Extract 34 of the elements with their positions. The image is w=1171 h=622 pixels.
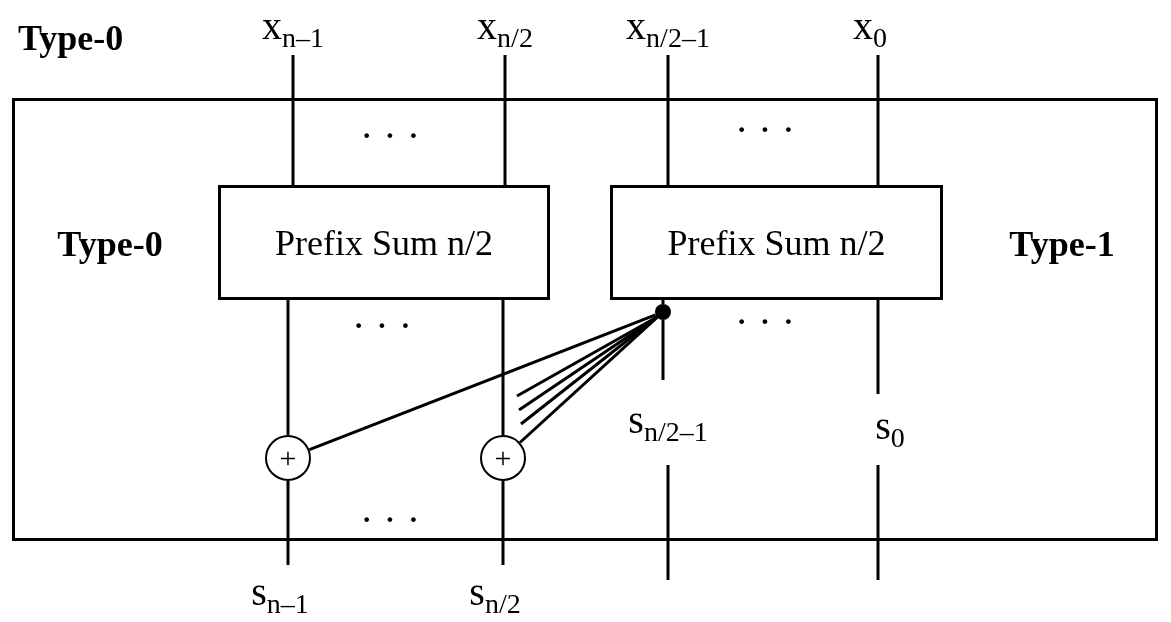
wire [876, 300, 880, 394]
ellipsis: · · · [734, 106, 796, 154]
adder-circle: + [265, 435, 311, 481]
ellipsis: · · · [734, 298, 796, 346]
output-label: s$_{n–1}$ [200, 568, 360, 618]
adder-circle: + [480, 435, 526, 481]
ellipsis: · · · [359, 112, 421, 160]
input-label: x$_{n/2–1}$ [588, 2, 748, 52]
type-label: Type-0 [56, 223, 164, 266]
wire [501, 481, 505, 565]
output-label: s$_{n/2}$ [415, 568, 575, 618]
wire [661, 300, 665, 304]
prefix-sum-box: Prefix Sum n/2 [218, 185, 550, 300]
type-label: Type-1 [1008, 223, 1116, 266]
input-label: x$_{0}$ [810, 2, 930, 52]
input-label: x$_{n–1}$ [213, 2, 373, 52]
wire [286, 300, 290, 435]
input-label: x$_{n/2}$ [425, 2, 585, 52]
prefix-sum-box: Prefix Sum n/2 [610, 185, 943, 300]
wire [518, 316, 659, 444]
wire [661, 320, 665, 380]
junction-dot [655, 304, 671, 320]
wire [666, 55, 670, 185]
module-heading: Type-0 [18, 17, 124, 60]
wire [286, 481, 290, 565]
wire [501, 300, 505, 435]
output-label: s$_{n/2–1}$ [588, 396, 748, 446]
wire [291, 55, 295, 185]
wire [503, 55, 507, 185]
ellipsis: · · · [351, 302, 413, 350]
ellipsis: · · · [359, 496, 421, 544]
output-label: s$_{0}$ [830, 402, 950, 452]
wire [308, 313, 657, 452]
wire [876, 55, 880, 185]
